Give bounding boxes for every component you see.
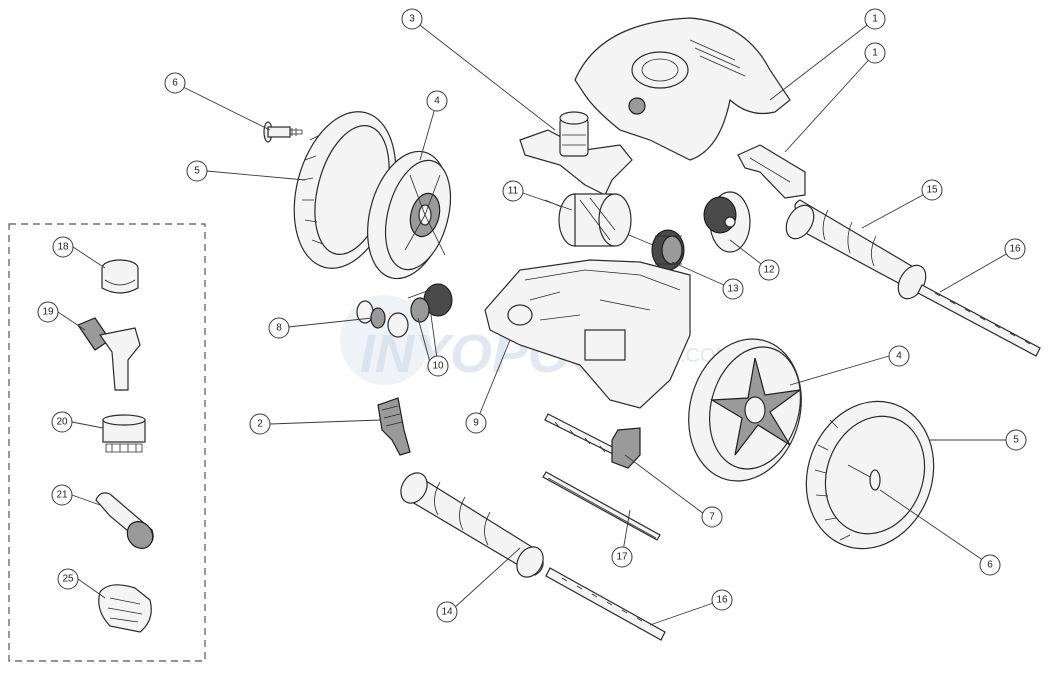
callout-9: 9 [465, 412, 487, 434]
callout-19: 19 [37, 301, 59, 323]
turbine-drum [544, 193, 666, 251]
callout-label: 8 [276, 323, 282, 334]
callout-label: 2 [257, 419, 263, 430]
callout-1b: 1 [864, 42, 886, 64]
callout-label: 4 [896, 351, 902, 362]
callout-25: 25 [57, 568, 79, 590]
axle-screw-left [263, 121, 303, 143]
callout-6a: 6 [164, 72, 186, 94]
callout-label: 14 [441, 607, 453, 618]
support-bar [542, 471, 661, 541]
callout-18: 18 [52, 236, 74, 258]
callout-11: 11 [502, 180, 524, 202]
side-skirt [377, 397, 411, 456]
inlet-swivel [519, 111, 633, 196]
callout-label: 18 [57, 242, 69, 253]
tire-right [805, 400, 935, 550]
kit-part-20 [102, 414, 146, 453]
callout-label: 21 [56, 490, 68, 501]
callout-label: 15 [926, 185, 938, 196]
callout-20: 20 [51, 411, 73, 433]
callout-21: 21 [51, 484, 73, 506]
callout-14: 14 [436, 601, 458, 623]
wheel-right [688, 338, 802, 482]
callout-17: 17 [611, 546, 633, 568]
axle-assembly [356, 300, 409, 338]
callout-label: 19 [42, 307, 54, 318]
callout-label: 17 [616, 552, 628, 563]
kit-part-25 [98, 584, 152, 633]
callout-2: 2 [249, 413, 271, 435]
callout-16a: 16 [1004, 238, 1026, 260]
callout-label: 4 [434, 96, 440, 107]
callout-label: 13 [727, 284, 739, 295]
callout-15: 15 [921, 179, 943, 201]
callout-5b: 5 [1005, 429, 1027, 451]
callout-label: 1 [872, 14, 878, 25]
callout-7: 7 [701, 506, 723, 528]
callout-label: 6 [987, 560, 993, 571]
axle-screw-right [847, 464, 881, 491]
callout-label: 3 [409, 14, 415, 25]
callout-16b: 16 [711, 589, 733, 611]
cover-bracket [737, 144, 806, 199]
callout-10: 10 [427, 355, 449, 377]
accessory-kit-box [8, 223, 206, 662]
wheel-left [367, 150, 452, 280]
kit-part-21 [95, 492, 154, 549]
drive-gear [651, 229, 685, 271]
callout-label: 5 [194, 166, 200, 177]
leader-lines [57, 18, 1016, 626]
callout-8: 8 [268, 317, 290, 339]
callout-label: 11 [508, 186, 519, 197]
roller-left [400, 472, 544, 578]
callout-label: 7 [709, 512, 715, 523]
callout-4a: 4 [426, 90, 448, 112]
callout-label: 10 [432, 361, 444, 372]
callout-4b: 4 [888, 345, 910, 367]
axle-bracket [544, 413, 641, 469]
callout-label: 20 [56, 417, 68, 428]
track-strip-right [917, 284, 1041, 357]
gear-set [407, 283, 453, 323]
callout-5a: 5 [186, 160, 208, 182]
track-strip-bottom [545, 567, 666, 641]
gear-plate [703, 191, 751, 253]
callout-6b: 6 [979, 554, 1001, 576]
callout-label: 5 [1013, 435, 1019, 446]
callout-13: 13 [722, 278, 744, 300]
callout-label: 1 [872, 48, 878, 59]
kit-part-19 [77, 317, 141, 391]
kit-part-18 [101, 259, 139, 294]
callout-1a: 1 [864, 8, 886, 30]
top-cover [574, 17, 791, 161]
callout-label: 16 [1009, 244, 1021, 255]
roller-right [785, 199, 927, 300]
chassis-body [484, 259, 691, 409]
callout-3: 3 [401, 8, 423, 30]
callout-label: 25 [62, 574, 74, 585]
callout-label: 9 [473, 418, 479, 429]
callout-12: 12 [758, 259, 780, 281]
callout-label: 12 [763, 265, 775, 276]
callout-label: 6 [172, 78, 178, 89]
callout-label: 16 [716, 595, 728, 606]
